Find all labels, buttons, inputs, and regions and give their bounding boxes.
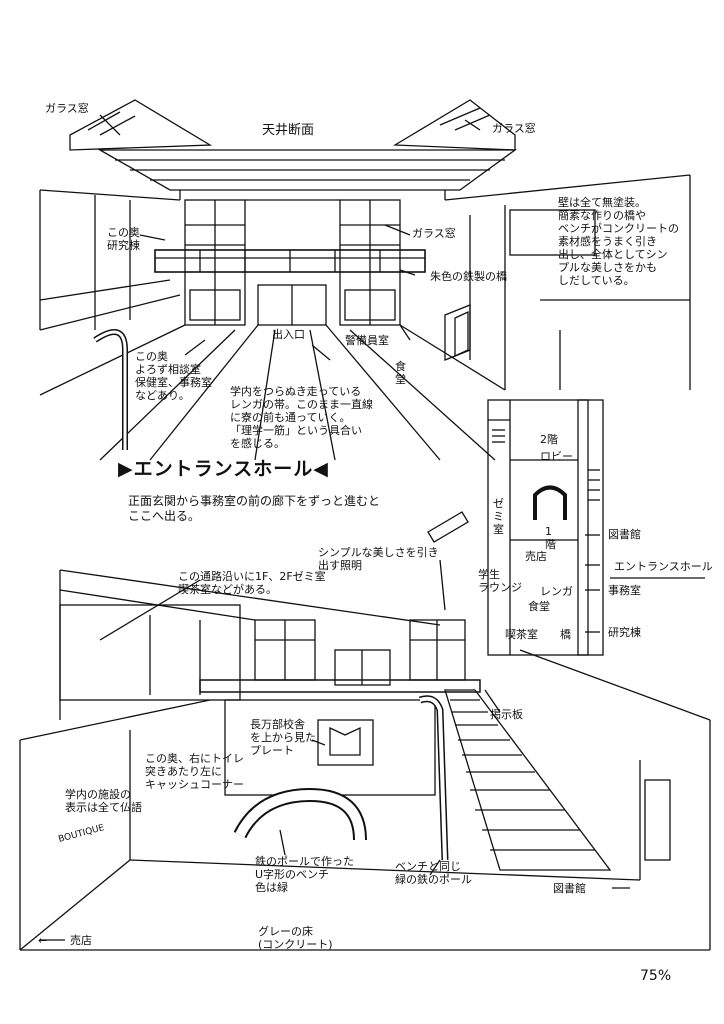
plan-research-label: 研究棟 bbox=[608, 626, 641, 639]
plan-shop-label: 売店 bbox=[525, 550, 547, 563]
plan-bridge-label: 橋 bbox=[560, 628, 571, 641]
plan-cafeteria-label: 食堂 bbox=[528, 600, 550, 613]
section-description: 正面玄関から事務室の前の廊下をずっと進むと ここへ出る。 bbox=[128, 494, 381, 523]
entrance-label: 出入口 bbox=[272, 328, 305, 341]
plan-first-floor-label: 1 階 bbox=[545, 525, 556, 551]
toilet-note: この奥、右にトイレ 突きあたり左に キャッシュコーナー bbox=[145, 752, 244, 791]
roof-section-label: 天井断面 bbox=[262, 123, 315, 138]
signs-note: 学内の施設の 表示は全て仏語 bbox=[65, 788, 142, 814]
pole-note: ベンチと同じ 緑の鉄のポール bbox=[395, 860, 472, 886]
plan-library-label: 図書館 bbox=[608, 528, 641, 541]
plan-office-label: 事務室 bbox=[608, 584, 641, 597]
passage-note: この通路沿いに1F、2Fゼミ室 喫茶室などがある。 bbox=[178, 570, 326, 596]
plan-renga-label: レンガ bbox=[540, 585, 573, 598]
floor-note: グレーの床 (コンクリート) bbox=[258, 925, 333, 951]
top-hall-drawing bbox=[39, 99, 691, 461]
bottom-hall-drawing bbox=[19, 511, 711, 951]
wall-note: 壁は全て無塗装。 簡素な作りの橋や ベンチがコンクリートの 素材感をうまく引き … bbox=[558, 196, 679, 287]
notice-board-label: 掲示板 bbox=[490, 708, 523, 721]
lighting-label: シンプルな美しさを引き 出す照明 bbox=[318, 546, 439, 572]
bridge-label: 朱色の鉄製の橋 bbox=[430, 270, 507, 283]
glass-window-right-label: ガラス窓 bbox=[492, 122, 536, 135]
guard-room-label: 警備員室 bbox=[345, 334, 389, 347]
floor-plan bbox=[487, 399, 705, 656]
bench-note: 鉄のポールで作った U字形のベンチ 色は緑 bbox=[255, 855, 354, 894]
plan-entrance-hall-label: エントランスホール bbox=[614, 560, 713, 573]
library-label: 図書館 bbox=[553, 882, 586, 895]
plan-zemi-label: ゼ ミ 室 bbox=[493, 497, 504, 536]
plan-lobby-label: ロビー bbox=[540, 450, 573, 463]
plan-floor2-label: 2階 bbox=[540, 433, 558, 446]
cafeteria-label: 食 堂 bbox=[395, 360, 406, 386]
shop-label: 売店 bbox=[70, 934, 92, 947]
arrow-left-icon: ← bbox=[38, 934, 48, 947]
offices-note: この奥 よろず相談室 保健室、事務室 などあり。 bbox=[135, 350, 212, 402]
research-wing-label: この奥 研究棟 bbox=[107, 226, 140, 252]
plan-lounge-label: 学生 ラウンジ bbox=[478, 568, 522, 594]
glass-window-mid-label: ガラス窓 bbox=[412, 227, 456, 240]
brick-band-note: 学内をつらぬき走っている レンガの帯。このまま一直線 に寮の前も通っていく。 「… bbox=[230, 385, 373, 450]
page-mark: 75% bbox=[640, 968, 672, 984]
plate-label: 長万部校舎 を上から見た プレート bbox=[250, 718, 316, 757]
plan-cafe-label: 喫茶室 bbox=[505, 628, 538, 641]
glass-window-left-label: ガラス窓 bbox=[45, 102, 89, 115]
section-title: ▶エントランスホール◀ bbox=[118, 458, 329, 480]
